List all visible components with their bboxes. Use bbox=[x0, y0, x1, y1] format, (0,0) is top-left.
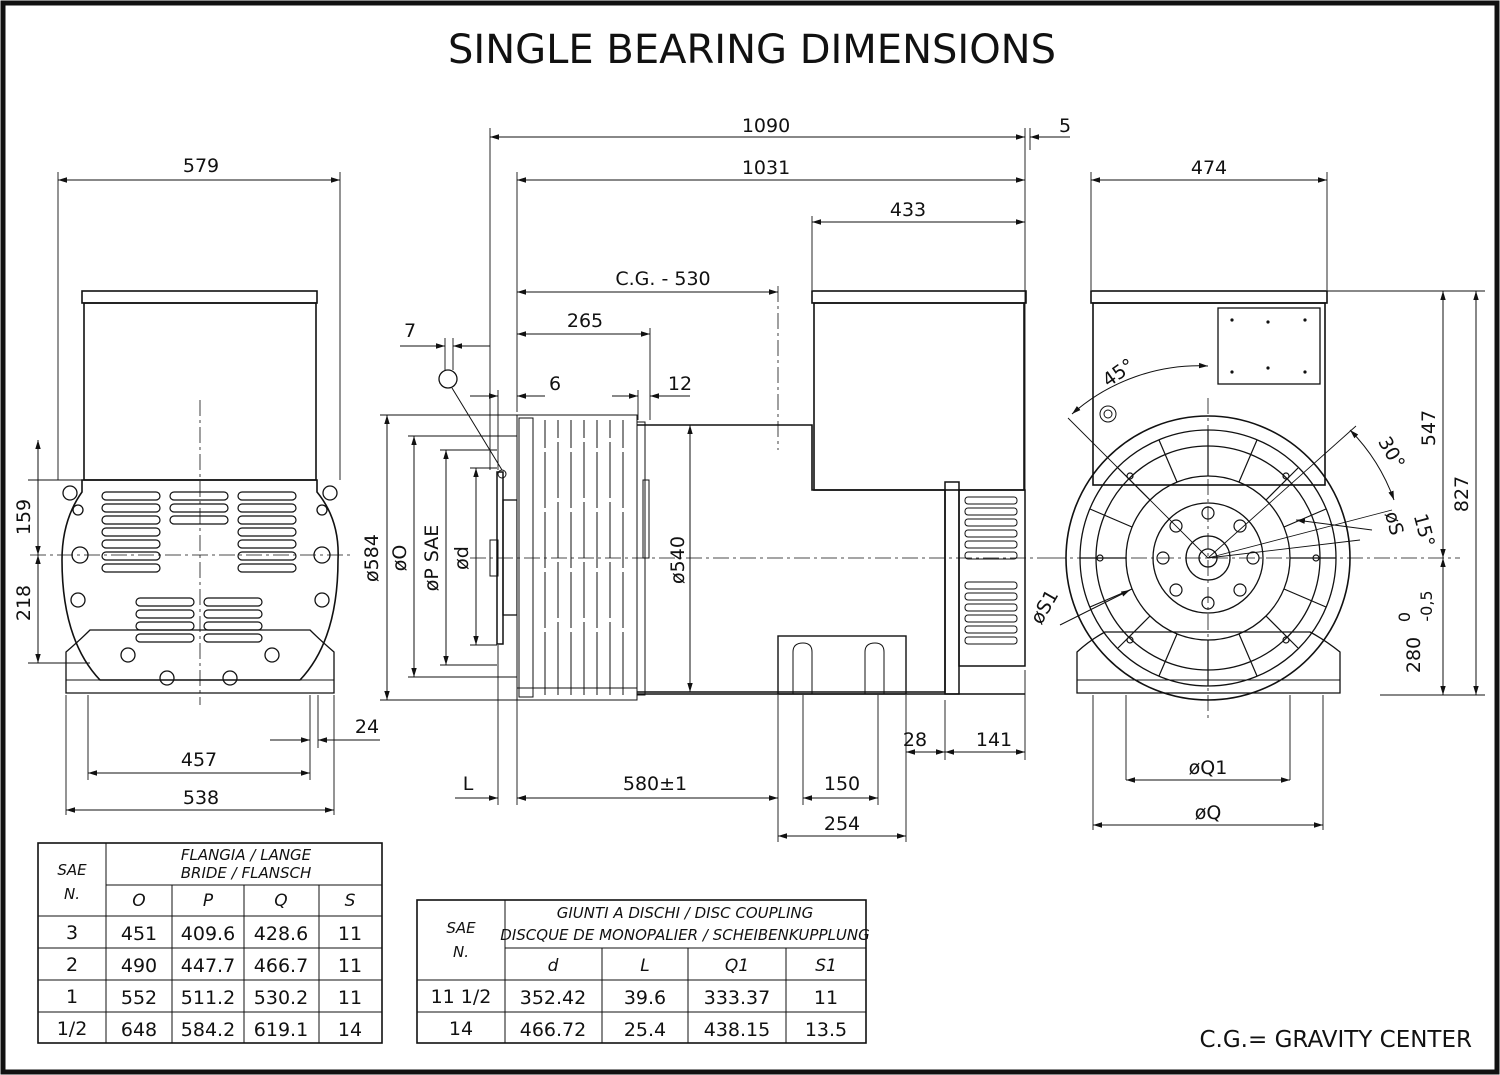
dim-gravity-center: C.G. - 530 bbox=[615, 268, 710, 290]
dim-dia-q: øQ bbox=[1195, 802, 1222, 824]
coupling-row-sae: 14 bbox=[449, 1018, 473, 1040]
dim-end-offset: 5 bbox=[1059, 115, 1071, 137]
flange-cell: 584.2 bbox=[181, 1019, 235, 1041]
dim-foot-span: 457 bbox=[181, 749, 217, 771]
dim-265: 265 bbox=[567, 310, 603, 332]
dim-end-width: 474 bbox=[1191, 157, 1227, 179]
coupling-cell: 333.37 bbox=[704, 987, 770, 1009]
flange-cell: 428.6 bbox=[254, 923, 308, 945]
coupling-cell: 11 bbox=[814, 987, 838, 1009]
dim-angle-45: 45° bbox=[1098, 354, 1138, 391]
end-view bbox=[1050, 172, 1485, 830]
dim-141: 141 bbox=[976, 729, 1012, 751]
dim-6: 6 bbox=[549, 373, 561, 395]
flange-cell: 447.7 bbox=[181, 955, 235, 977]
flange-table bbox=[37, 842, 383, 1044]
flange-cell: 619.1 bbox=[254, 1019, 308, 1041]
dim-base-width: 538 bbox=[183, 787, 219, 809]
flange-cell: 11 bbox=[338, 987, 362, 1009]
dim-height-827: 827 bbox=[1451, 476, 1473, 512]
flange-cell: 530.2 bbox=[254, 987, 308, 1009]
dim-12: 12 bbox=[668, 373, 692, 395]
dim-7: 7 bbox=[404, 320, 416, 342]
dim-dia-540: ø540 bbox=[667, 536, 689, 584]
flange-cell: 648 bbox=[121, 1019, 157, 1041]
dim-dia-s: øS bbox=[1380, 509, 1407, 538]
dim-580: 580±1 bbox=[623, 773, 687, 795]
flange-header-n: N. bbox=[64, 885, 80, 903]
dim-front-width: 579 bbox=[183, 155, 219, 177]
side-view bbox=[380, 128, 1070, 842]
dim-tolerance-upper: 0 bbox=[1395, 612, 1414, 622]
coupling-row-sae: 11 1/2 bbox=[431, 986, 492, 1008]
coupling-table bbox=[416, 899, 867, 1044]
dim-foot-hole: 24 bbox=[355, 716, 379, 738]
flange-header-group-1: FLANGIA / LANGE bbox=[181, 846, 312, 864]
flange-cell: 409.6 bbox=[181, 923, 235, 945]
flange-col-q: Q bbox=[274, 891, 287, 911]
flange-cell: 14 bbox=[338, 1019, 362, 1041]
dim-overall-length: 1090 bbox=[742, 115, 790, 137]
flange-col-o: O bbox=[132, 891, 145, 911]
flange-col-s: S bbox=[345, 891, 356, 911]
coupling-cell: 39.6 bbox=[624, 987, 666, 1009]
dim-254: 254 bbox=[824, 813, 860, 835]
dim-front-lower: 218 bbox=[13, 585, 35, 621]
flange-cell: 11 bbox=[338, 955, 362, 977]
coupling-header-sae: SAE bbox=[446, 919, 476, 937]
flange-cell: 466.7 bbox=[254, 955, 308, 977]
dim-28: 28 bbox=[903, 729, 927, 751]
dim-dia-o: øO bbox=[389, 545, 411, 572]
coupling-col-d: d bbox=[548, 956, 559, 976]
dim-tolerance-lower: -0,5 bbox=[1417, 590, 1436, 621]
dim-angle-15: 15° bbox=[1409, 511, 1439, 549]
flange-header-sae: SAE bbox=[57, 861, 87, 879]
coupling-cell: 25.4 bbox=[624, 1019, 666, 1041]
dim-dia-d: ød bbox=[451, 546, 473, 570]
dim-height-547: 547 bbox=[1418, 410, 1440, 446]
coupling-header-n: N. bbox=[453, 943, 469, 961]
dim-height-280: 280 bbox=[1403, 637, 1425, 673]
flange-cell: 11 bbox=[338, 923, 362, 945]
dim-front-upper: 159 bbox=[13, 499, 35, 535]
dim-dia-584: ø584 bbox=[361, 534, 383, 582]
flange-cell: 552 bbox=[121, 987, 157, 1009]
dim-l: L bbox=[463, 773, 474, 795]
coupling-cell: 466.72 bbox=[520, 1019, 586, 1041]
coupling-cell: 352.42 bbox=[520, 987, 586, 1009]
coupling-col-l: L bbox=[640, 956, 649, 976]
coupling-col-q1: Q1 bbox=[725, 956, 749, 976]
dim-body-length: 1031 bbox=[742, 157, 790, 179]
dim-dia-p-sae: øP SAE bbox=[421, 525, 443, 592]
flange-row-sae: 3 bbox=[66, 922, 78, 944]
flange-cell: 451 bbox=[121, 923, 157, 945]
coupling-cell: 13.5 bbox=[805, 1019, 847, 1041]
dim-box-length: 433 bbox=[890, 199, 926, 221]
dim-dia-q1: øQ1 bbox=[1189, 757, 1228, 779]
gravity-center-note: C.G.= GRAVITY CENTER bbox=[1199, 1027, 1472, 1053]
coupling-header-group-1: GIUNTI A DISCHI / DISC COUPLING bbox=[557, 904, 814, 922]
flange-cell: 511.2 bbox=[181, 987, 235, 1009]
coupling-cell: 438.15 bbox=[704, 1019, 770, 1041]
drawing-title: SINGLE BEARING DIMENSIONS bbox=[448, 27, 1056, 73]
coupling-col-s1: S1 bbox=[815, 956, 837, 976]
coupling-header-group-2: DISCQUE DE MONOPALIER / SCHEIBENKUPPLUNG bbox=[500, 926, 869, 944]
flange-col-p: P bbox=[203, 891, 214, 911]
flange-cell: 490 bbox=[121, 955, 157, 977]
flange-row-sae: 1/2 bbox=[57, 1018, 88, 1040]
flange-header-group-2: BRIDE / FLANSCH bbox=[181, 864, 312, 882]
dim-150: 150 bbox=[824, 773, 860, 795]
dim-dia-s1: øS1 bbox=[1026, 586, 1063, 628]
flange-row-sae: 2 bbox=[66, 954, 78, 976]
front-view bbox=[28, 172, 380, 815]
flange-row-sae: 1 bbox=[66, 986, 78, 1008]
